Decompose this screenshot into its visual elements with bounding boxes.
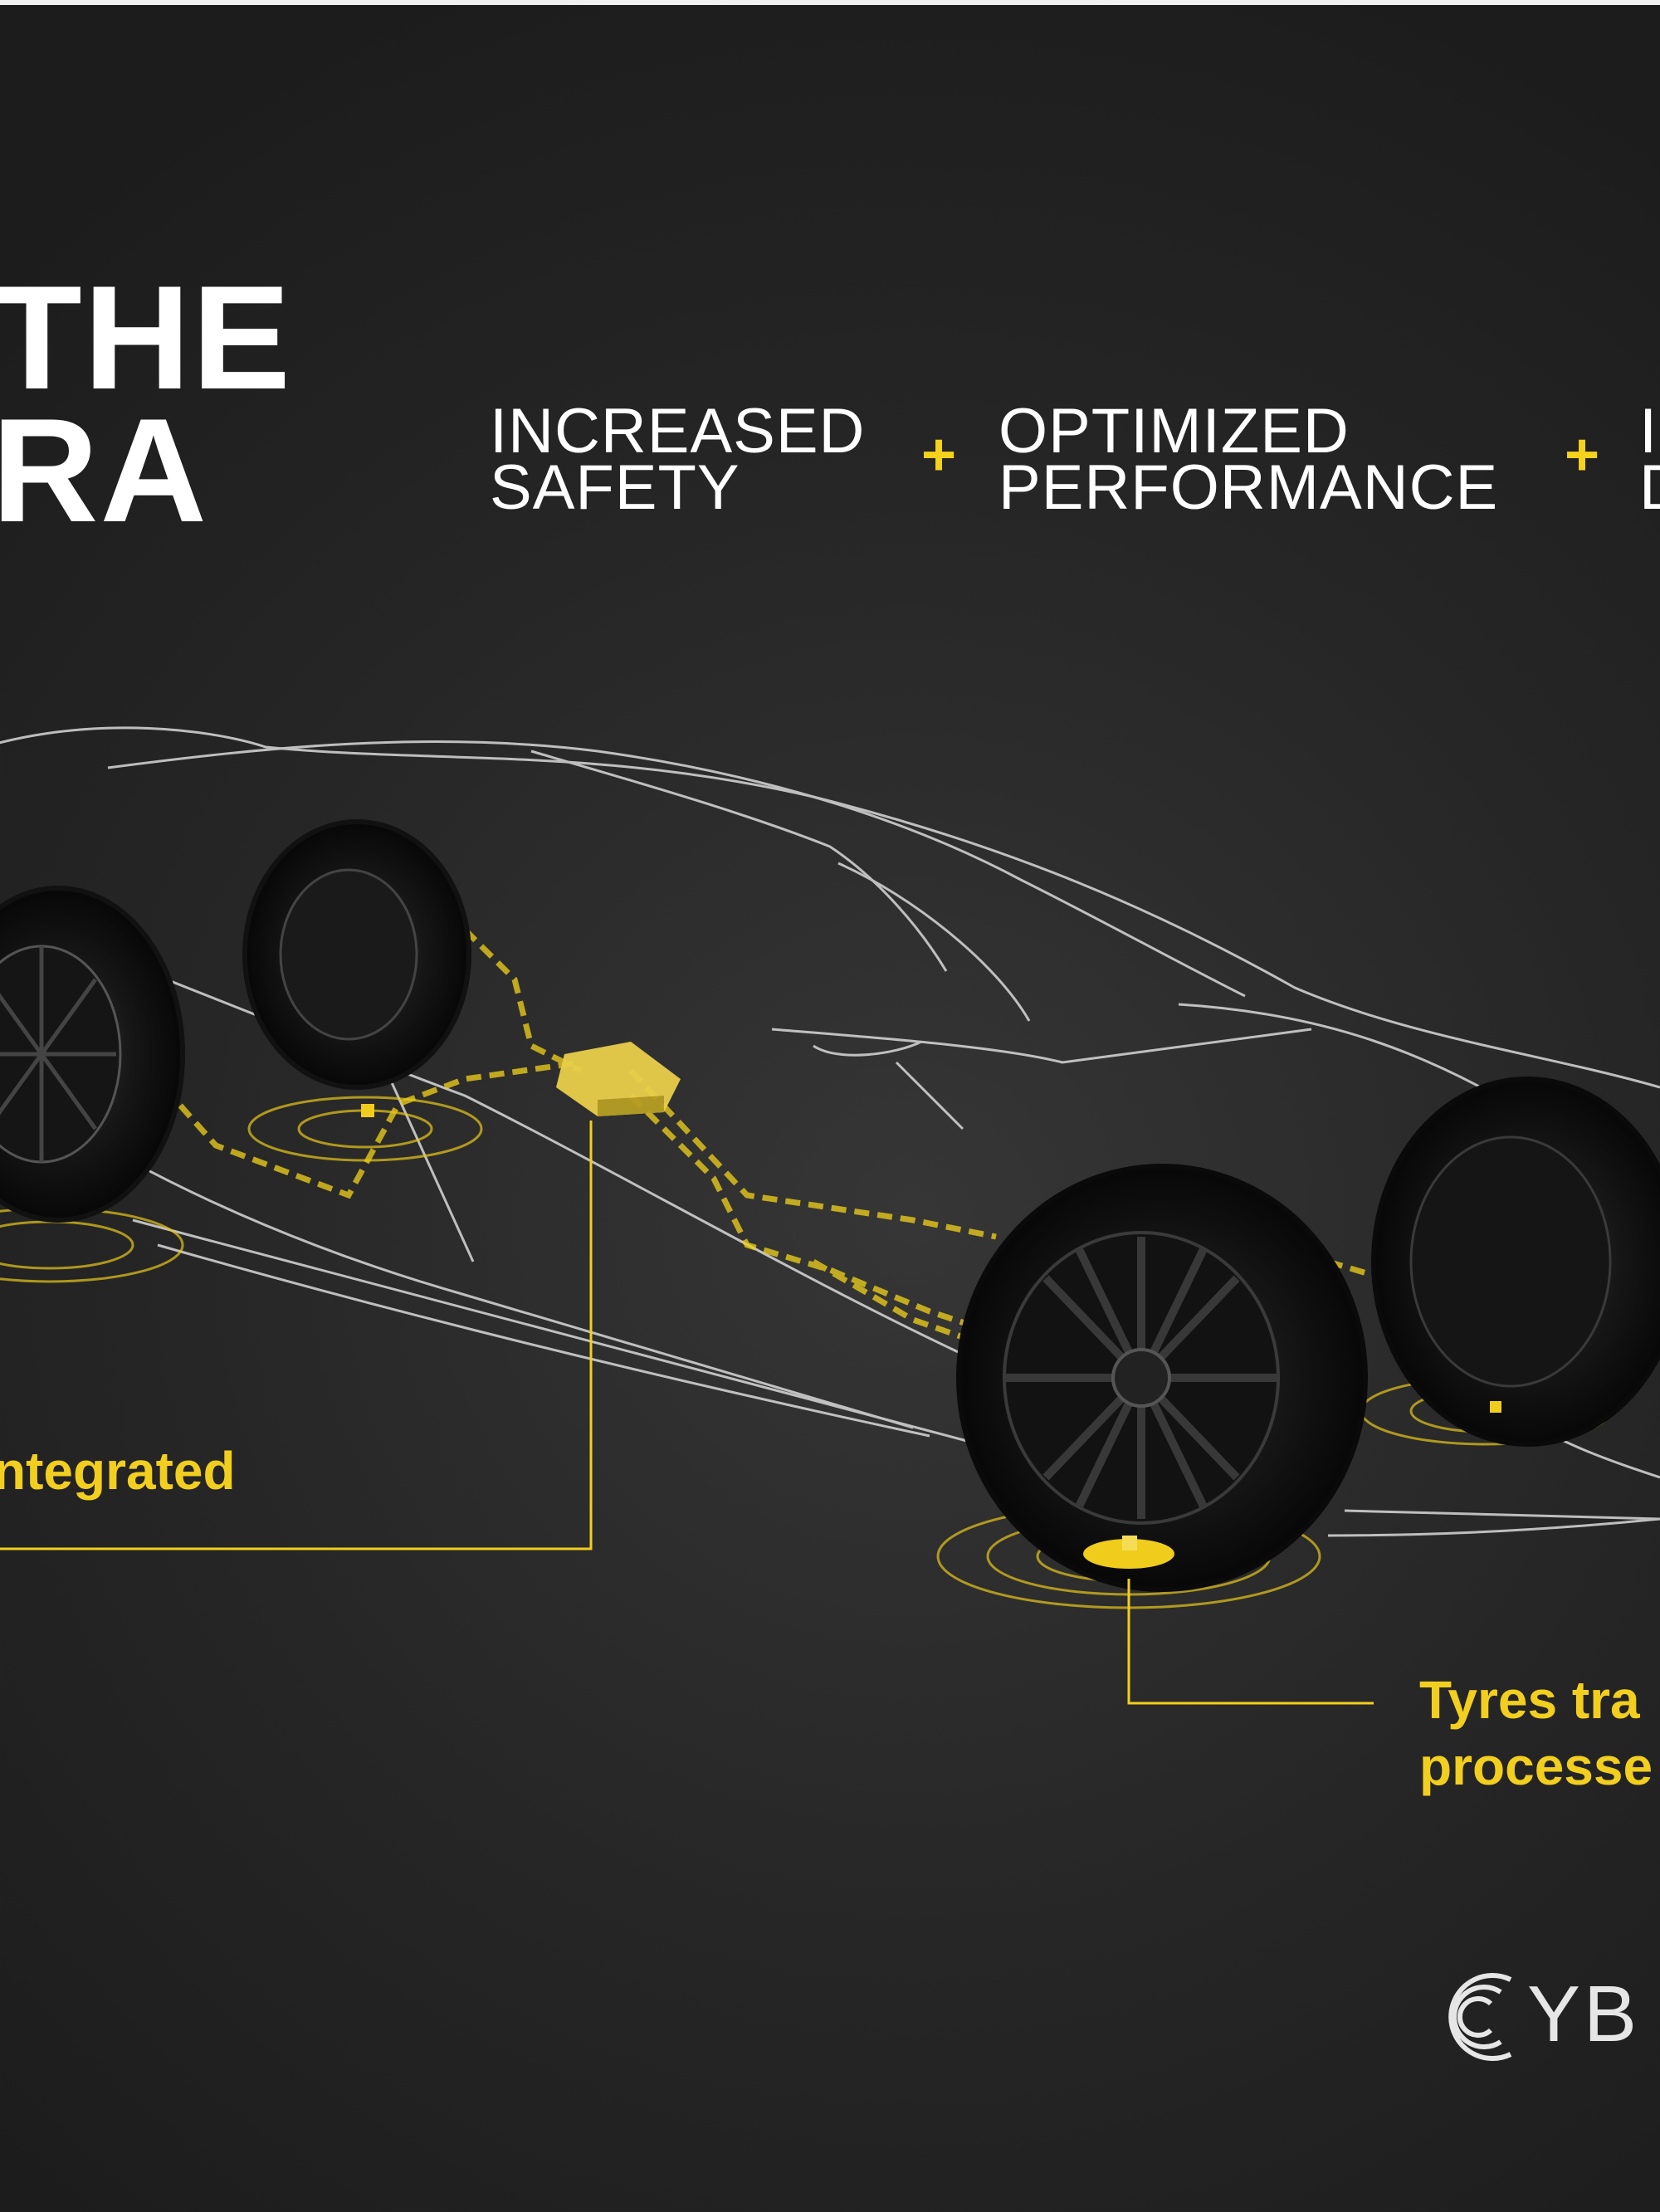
- benefit-line: INCREASED: [490, 396, 866, 466]
- logo-emblem: [1448, 1973, 1512, 2061]
- callout-leader-lines: [0, 1121, 1374, 1705]
- headline-line-2: RA: [0, 388, 209, 553]
- sensor-chip: [1083, 1539, 1174, 1569]
- tyre-rear-left: [242, 819, 471, 1090]
- tyre-front-right: [956, 1164, 1368, 1592]
- callout-line: Tyres tra: [1419, 1670, 1640, 1730]
- sensor-ripples: [0, 1096, 1612, 1609]
- benefit-optimized-performance: OPTIMIZED PERFORMANCE: [998, 396, 1499, 523]
- callout-tyres: Tyres tra processe: [1419, 1667, 1653, 1799]
- tyre-front-left: [0, 886, 185, 1223]
- headline-line-1: THE: [0, 255, 292, 420]
- benefit-truncated: I D: [1639, 396, 1660, 520]
- callout-integrated: ntegrated: [0, 1441, 236, 1501]
- benefit-line: OPTIMIZED: [998, 396, 1350, 466]
- plus-sign: +: [921, 422, 957, 488]
- benefit-line: D: [1639, 457, 1660, 520]
- benefit-increased-safety: INCREASED SAFETY: [490, 396, 866, 523]
- data-stream: [147, 927, 1478, 1398]
- control-unit: [556, 1042, 681, 1116]
- benefit-line: SAFETY: [490, 452, 740, 523]
- sensor-chip: [1490, 1401, 1501, 1413]
- top-border: [0, 0, 1660, 5]
- brand-logo-text: YB: [1527, 1970, 1641, 2058]
- tyre-rear-right: [1371, 1077, 1660, 1447]
- benefit-line: PERFORMANCE: [998, 452, 1499, 523]
- callout-line: processe: [1419, 1736, 1653, 1796]
- sensor-chip: [1122, 1536, 1137, 1550]
- benefit-line: I: [1639, 396, 1658, 466]
- sensor-chip: [361, 1104, 374, 1117]
- plus-sign: +: [1565, 422, 1600, 488]
- car-body-outline: [0, 726, 1660, 1537]
